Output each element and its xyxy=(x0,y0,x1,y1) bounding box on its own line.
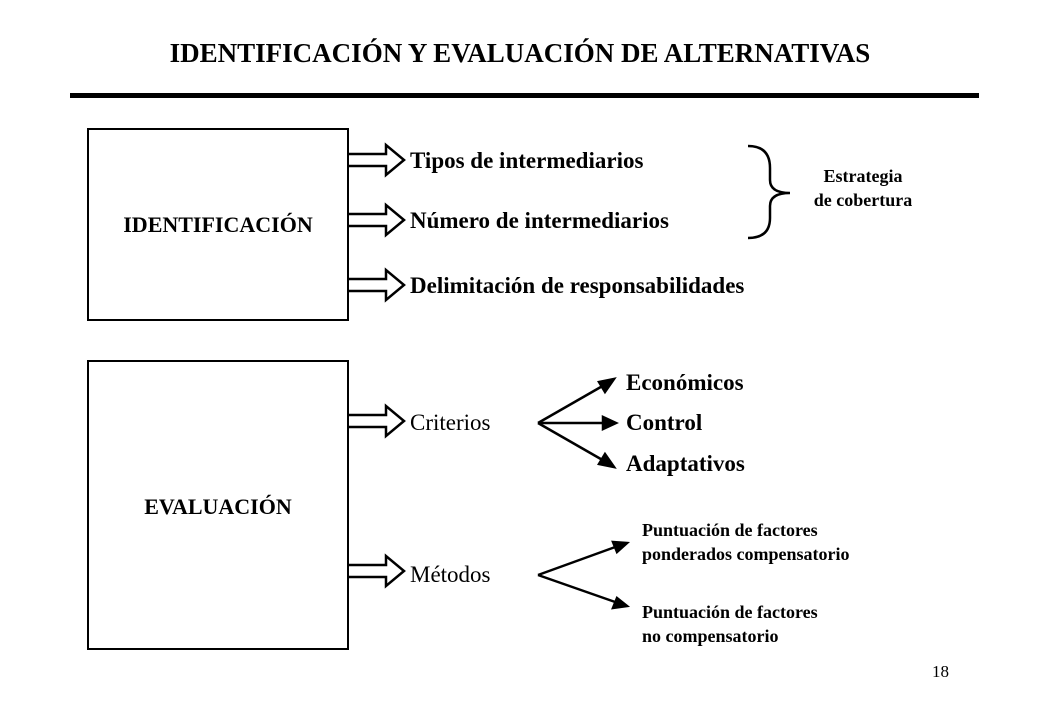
identificacion-box-label: IDENTIFICACIÓN xyxy=(123,212,313,237)
metodos-label: Métodos xyxy=(410,562,491,587)
criterio-economicos: Económicos xyxy=(626,370,744,395)
identificacion-box: IDENTIFICACIÓN xyxy=(87,128,349,321)
curly-brace xyxy=(747,144,791,240)
page-title: IDENTIFICACIÓN Y EVALUACIÓN DE ALTERNATI… xyxy=(169,38,871,68)
item-tipos-de-intermediarios: Tipos de intermediarios xyxy=(410,148,644,173)
evaluacion-box: EVALUACIÓN xyxy=(87,360,349,650)
metodos-fan xyxy=(537,540,631,610)
metodo-compensatorio-line1: Puntuación de factores xyxy=(642,520,818,540)
item-delimitacion-de-responsabilidades: Delimitación de responsabilidades xyxy=(410,273,745,298)
arrow-tipos xyxy=(349,142,406,178)
criterio-adaptativos: Adaptativos xyxy=(626,451,745,476)
arrow-metodos xyxy=(349,553,406,589)
bracket-label-line1: Estrategia xyxy=(823,166,903,186)
bracket-label-line2: de cobertura xyxy=(813,190,913,211)
metodo-no-compensatorio: Puntuación de factores no compensatorio xyxy=(642,600,818,649)
arrow-numero xyxy=(349,202,406,238)
arrow-criterios xyxy=(349,403,406,439)
evaluacion-box-label: EVALUACIÓN xyxy=(144,494,292,519)
page-number: 18 xyxy=(932,662,949,681)
metodo-compensatorio-line2: ponderados compensatorio xyxy=(642,544,850,565)
metodo-no-compensatorio-line2: no compensatorio xyxy=(642,626,779,647)
criterios-label: Criterios xyxy=(410,410,491,435)
criterio-control: Control xyxy=(626,410,703,435)
metodo-no-compensatorio-line1: Puntuación de factores xyxy=(642,602,818,622)
title-underline xyxy=(70,93,979,98)
item-numero-de-intermediarios: Número de intermediarios xyxy=(410,208,669,233)
metodo-compensatorio: Puntuación de factores ponderados compen… xyxy=(642,518,850,567)
bracket-label: Estrategia de cobertura xyxy=(793,164,933,213)
arrow-delimitacion xyxy=(349,267,406,303)
criterios-fan xyxy=(537,377,619,469)
